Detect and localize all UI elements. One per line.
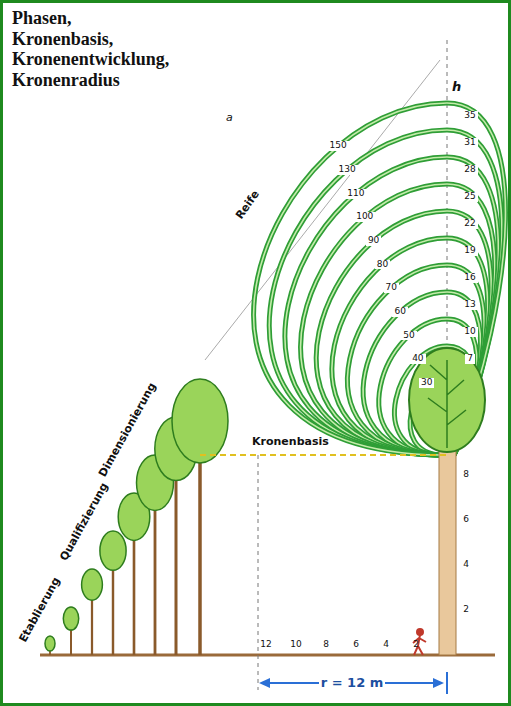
axis-label: Kronenbasis (252, 436, 329, 448)
value-label: 50 (401, 331, 416, 341)
value-label: 25 (462, 192, 477, 202)
axis-label: 12 (260, 640, 271, 650)
axis-label: 8 (323, 640, 329, 650)
axis-label: 2 (413, 640, 419, 650)
value-label: 30 (419, 378, 434, 388)
crown-shell (301, 184, 495, 455)
phase-label: Reife (234, 188, 262, 221)
small-trees (45, 379, 228, 655)
big-tree-crown (409, 348, 485, 452)
axis-label: 4 (383, 640, 389, 650)
crown-branches (428, 360, 466, 448)
value-label: 28 (462, 165, 477, 175)
radius-guide (258, 455, 259, 690)
crown-shell (254, 103, 506, 455)
person-figure (413, 629, 426, 655)
small-tree (100, 531, 126, 655)
small-tree (118, 493, 150, 655)
value-label: r = 12 m (319, 676, 386, 690)
value-label: 40 (410, 354, 425, 364)
value-label: 90 (366, 236, 381, 246)
value-label: 110 (345, 189, 366, 199)
value-label: 35 (462, 111, 477, 121)
small-tree (63, 607, 78, 655)
crown-shell (348, 265, 485, 455)
small-tree (82, 569, 103, 655)
small-tree (137, 455, 174, 655)
value-label: 130 (336, 165, 357, 175)
phase-label: Etablierung (17, 576, 63, 645)
big-tree-trunk (439, 440, 456, 655)
value-label: 100 (354, 212, 375, 222)
value-label: 19 (462, 246, 477, 256)
axis-label: 4 (463, 560, 469, 570)
value-label: 70 (384, 283, 399, 293)
axis-label: 8 (463, 470, 469, 480)
crown-base-line (200, 454, 446, 456)
axis-label: 6 (463, 515, 469, 525)
crown-shell (316, 211, 491, 455)
axis-label: 6 (353, 640, 359, 650)
axis-label: a (226, 112, 233, 124)
crown-shell (332, 238, 488, 455)
small-tree (172, 379, 228, 655)
value-label: 13 (462, 300, 477, 310)
ground-line (40, 654, 495, 657)
radius-dimension (259, 672, 447, 694)
value-label: 10 (462, 327, 477, 337)
value-label: 80 (375, 260, 390, 270)
crown-shells (254, 103, 506, 455)
diagram-title: Phasen, Kronenbasis, Kronenentwicklung, … (12, 8, 169, 91)
value-label: 31 (462, 138, 477, 148)
small-tree (45, 636, 55, 655)
axis-label: 2 (463, 605, 469, 615)
axis-label: 10 (290, 640, 301, 650)
value-label: 7 (465, 354, 475, 364)
value-label: 16 (462, 273, 477, 283)
axis-label: h (452, 80, 461, 94)
value-label: 60 (392, 307, 407, 317)
value-label: 22 (462, 219, 477, 229)
value-label: 150 (328, 141, 349, 151)
